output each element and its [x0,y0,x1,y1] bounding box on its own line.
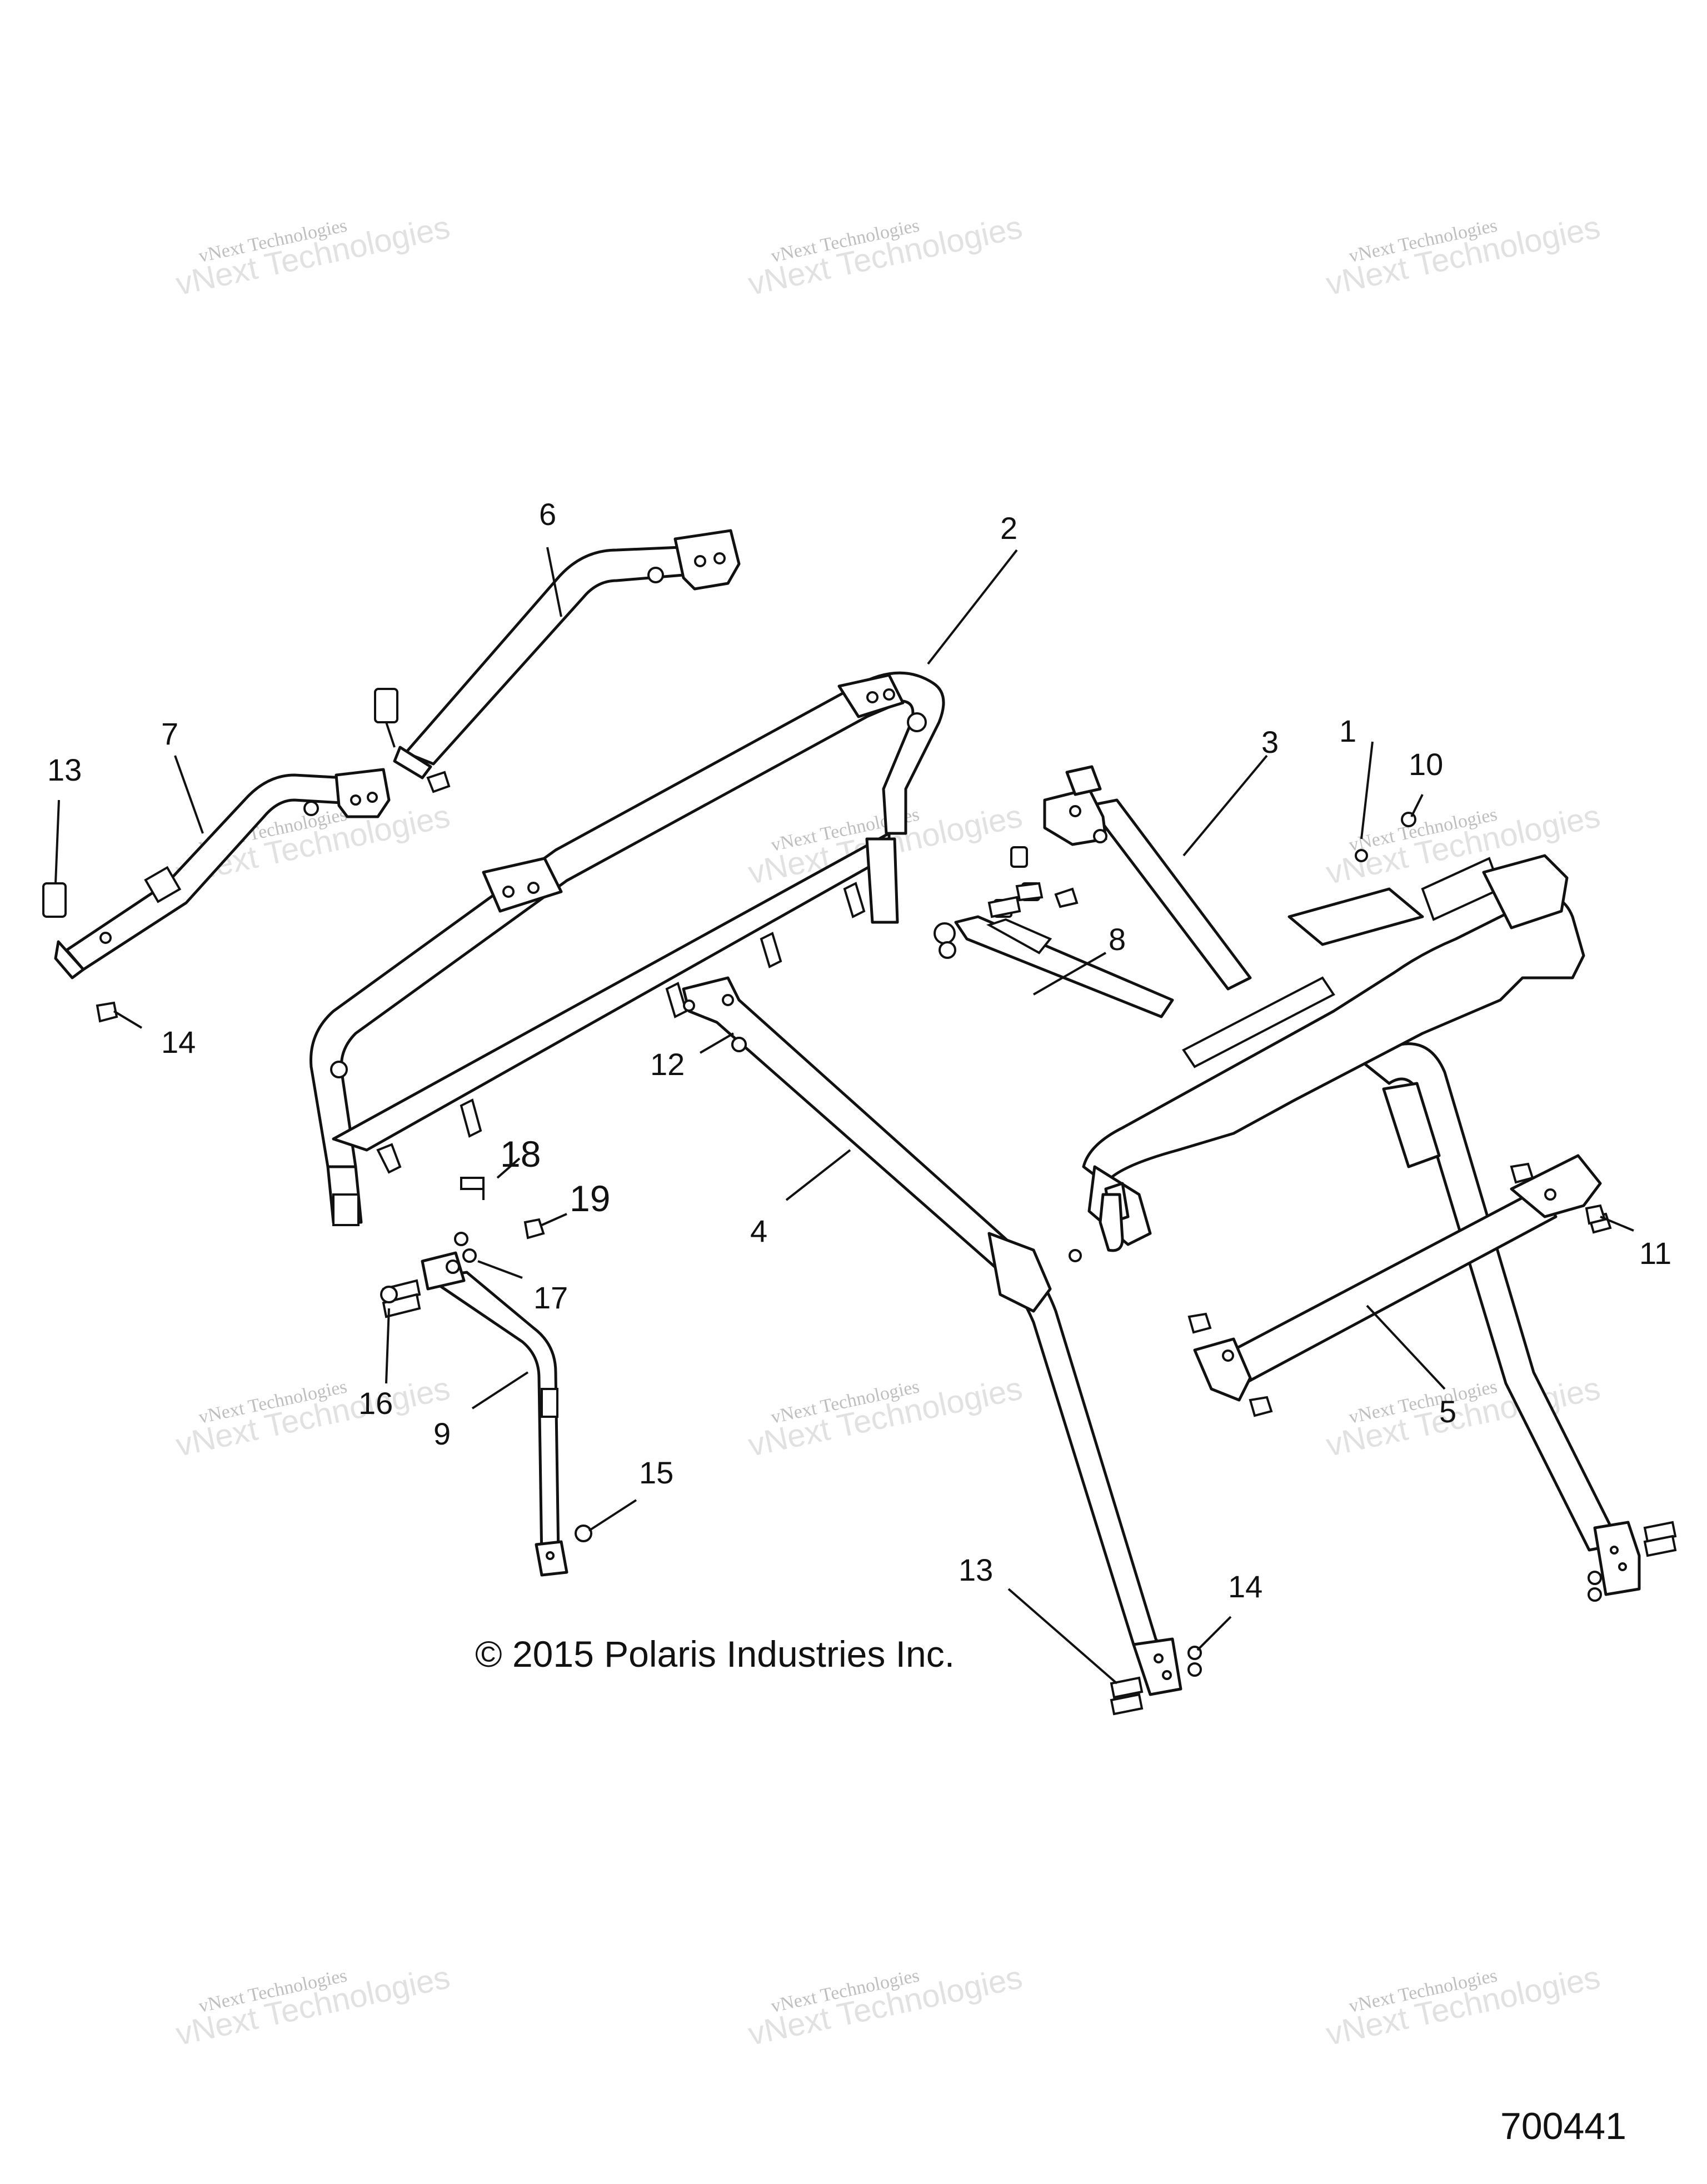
part-5-lower-crossbar [1187,1154,1612,1417]
watermark: vNext Technologies vNext Technologies [173,1959,453,2052]
watermark: vNext Technologies vNext Technologies [745,1370,1025,1463]
part-3-front-frame [1043,765,1641,1596]
callout-13: 13 [959,1552,993,1587]
part-7-side-tube [42,768,391,1023]
callout-11: 11 [1639,1236,1671,1271]
callout-17: 17 [533,1280,568,1315]
callout-4: 4 [750,1213,767,1248]
drawing-number: 700441 [1500,2105,1626,2147]
callout-15: 15 [639,1455,673,1490]
callout-10: 10 [1409,747,1443,782]
watermark: vNext Technologies vNext Technologies [1323,209,1603,302]
callout-13: 13 [47,752,82,787]
callout-6: 6 [539,497,556,532]
watermark: vNext Technologies vNext Technologies [1323,1959,1603,2052]
hardware [380,812,1677,1716]
watermark: vNext Technologies vNext Technologies [173,1370,453,1463]
callout-3: 3 [1261,724,1279,759]
callout-18: 18 [500,1133,541,1175]
callout-9: 9 [433,1416,451,1451]
callout-19: 19 [570,1178,610,1219]
watermark: vNext Technologies vNext Technologies [745,1959,1025,2052]
watermark: vNext Technologies vNext Technologies [173,209,453,302]
callout-1: 1 [1339,713,1356,748]
callout-12: 12 [650,1047,685,1082]
callout-16: 16 [358,1386,393,1421]
part-8-strut [934,846,1174,1018]
callout-14: 14 [1228,1569,1262,1604]
leader-lines [54,547,1634,1685]
part-1-front-panel [1082,849,1585,1252]
part-9-small-hoop [421,1251,568,1577]
callout-5: 5 [1439,1394,1456,1429]
callout-2: 2 [1000,511,1017,546]
part-4-side-downtube [682,976,1182,1696]
callout-8: 8 [1109,922,1126,957]
watermark: vNext Technologies vNext Technologies [745,209,1025,302]
copyright-notice: © 2015 Polaris Industries Inc. [475,1633,955,1675]
callout-7: 7 [161,716,178,751]
callouts: 1 2 3 4 5 6 7 8 9 10 11 12 13 13 14 14 1… [47,497,1671,1604]
part-2-rear-hoop [310,671,945,1226]
part-6-roof-tube [374,529,741,793]
callout-14: 14 [161,1024,196,1059]
